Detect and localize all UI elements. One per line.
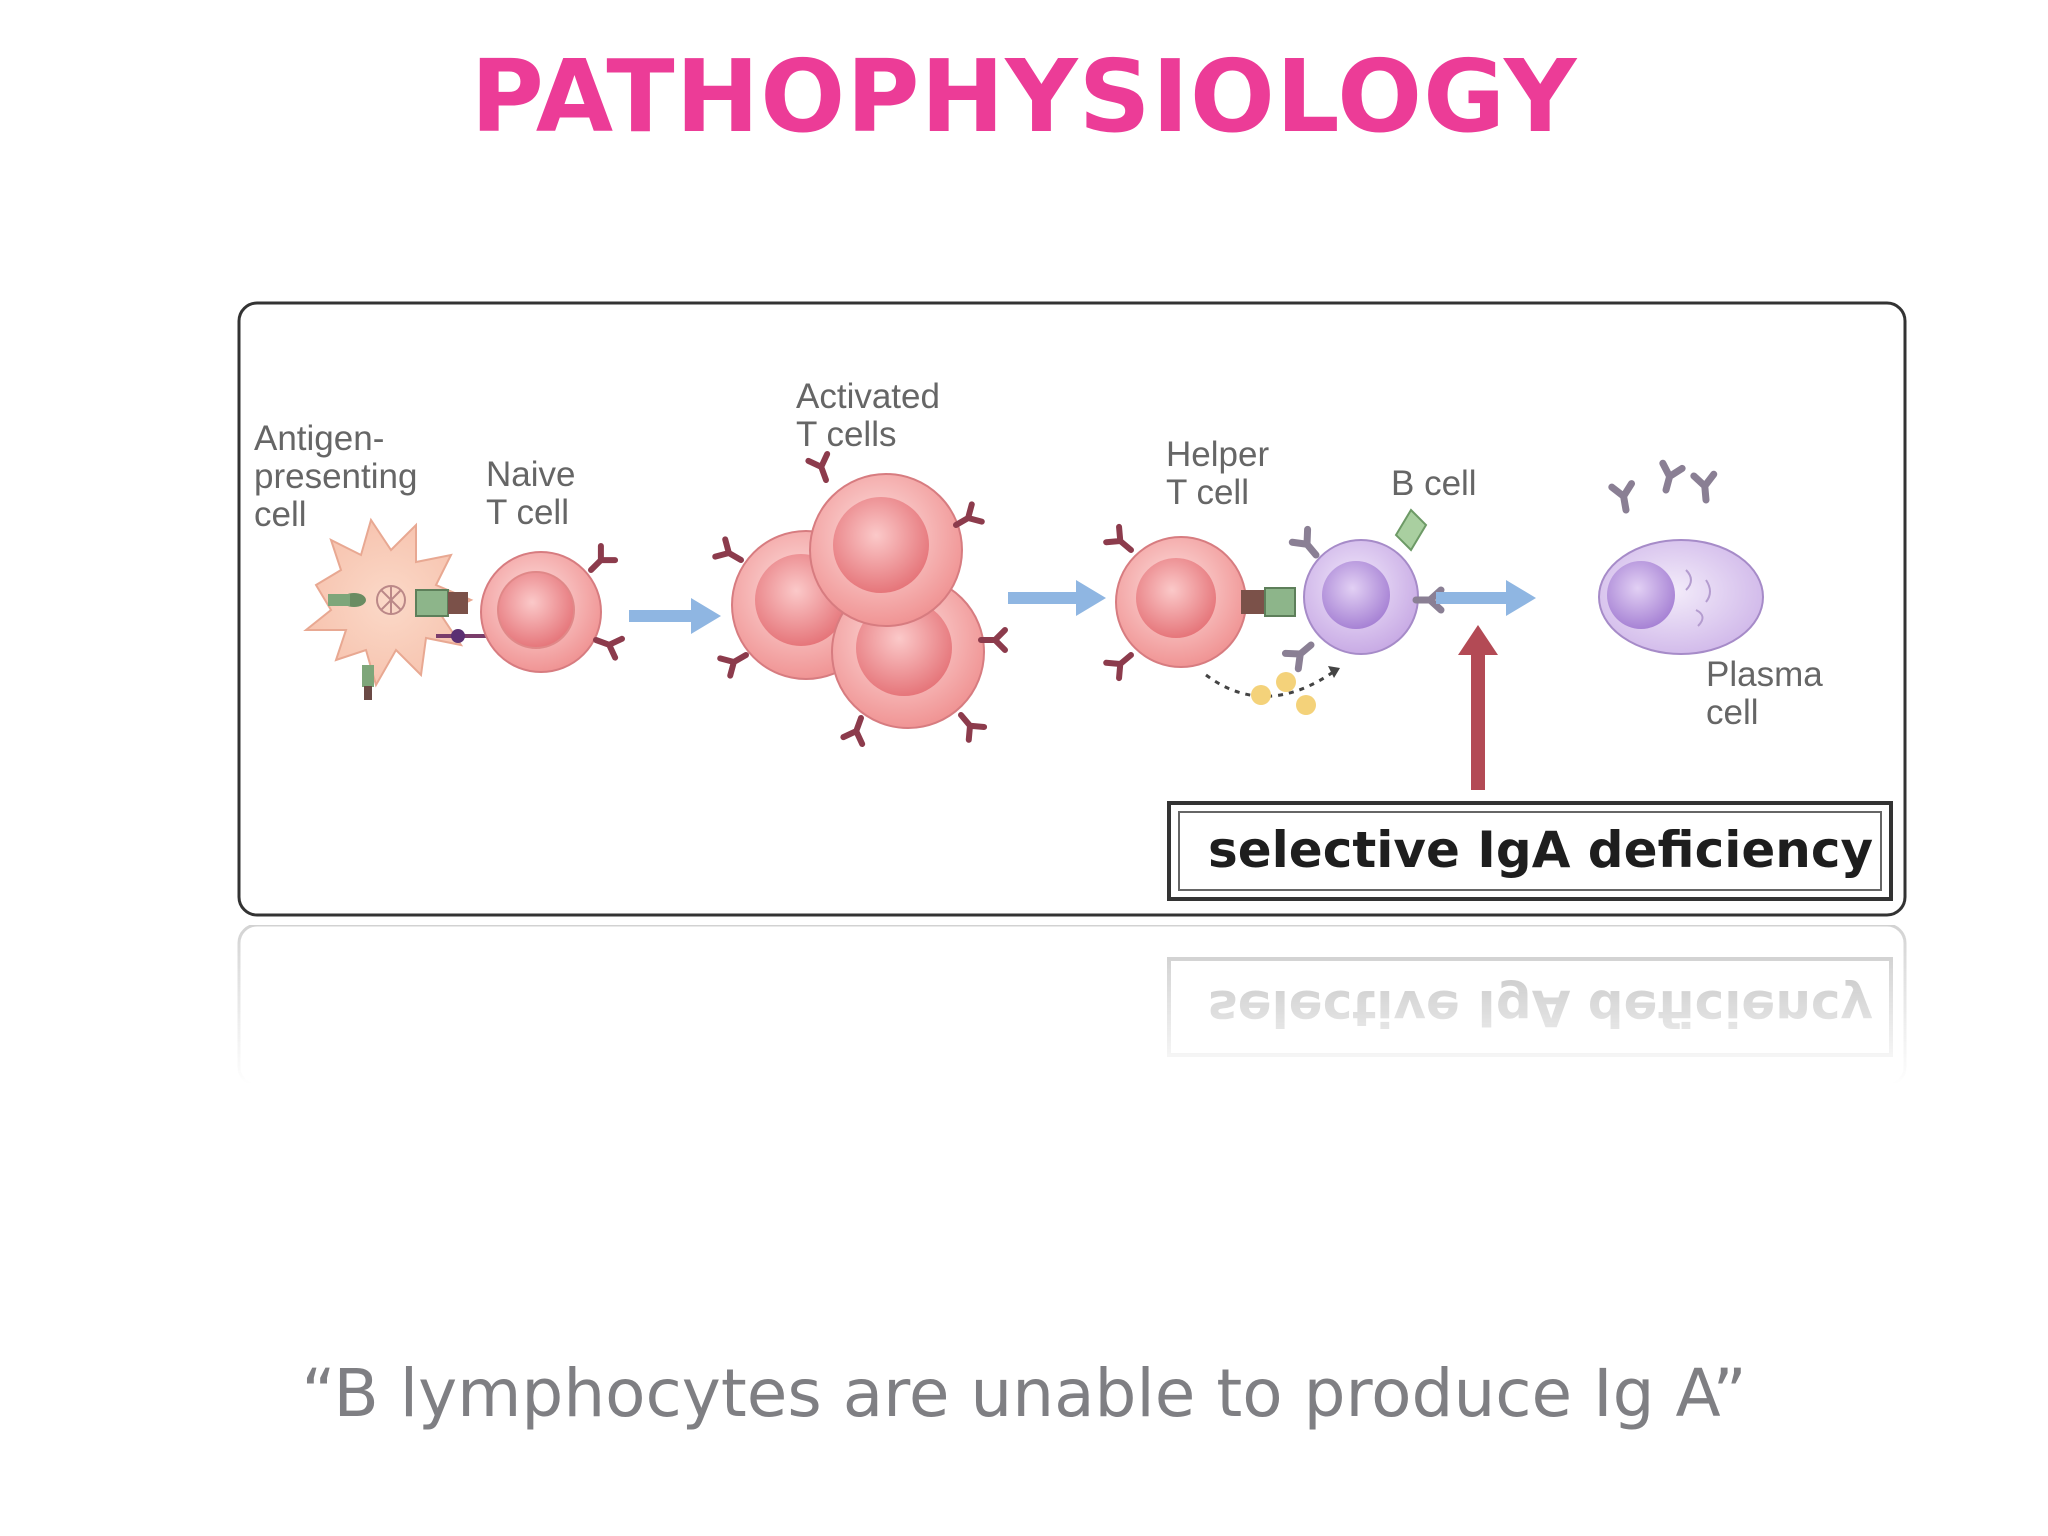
label-naive-1: Naive: [486, 455, 575, 494]
cytokine-dots: [1205, 666, 1340, 715]
flow-arrow-1: [629, 598, 721, 634]
slide-title: PATHOPHYSIOLOGY: [470, 38, 1578, 155]
reflection-label: selective IgA deficiency: [1208, 979, 1873, 1037]
diagram-frame: [237, 301, 1907, 917]
deficiency-box: selective IgA deficiency: [1167, 801, 1893, 901]
flow-arrow-3: [1436, 580, 1536, 616]
label-naive-2: T cell: [486, 493, 569, 532]
label-plasma-1: Plasma: [1706, 655, 1823, 694]
helper-t-cell: [1106, 527, 1296, 678]
label-helper-1: Helper: [1166, 435, 1269, 474]
b-cell: [1285, 508, 1441, 669]
label-activated-1: Activated: [796, 377, 940, 416]
diagram-reflection: selective IgA deficiency: [237, 925, 1907, 1085]
mhc-tcr-complex: [415, 589, 491, 643]
label-antigen-presenting-3: cell: [254, 495, 307, 534]
antigen-presenting-cell: [303, 517, 474, 700]
plasma-cell: [1598, 463, 1764, 655]
label-antigen-presenting-1: Antigen-: [254, 419, 384, 458]
slide-caption: “B lymphocytes are unable to produce Ig …: [301, 1355, 1747, 1432]
pathophysiology-diagram: selective IgA deficiency Antigen- presen…: [237, 301, 1907, 917]
deficiency-box-label: selective IgA deficiency: [1208, 821, 1873, 879]
label-antigen-presenting-2: presenting: [254, 457, 417, 496]
activated-t-cells: [715, 454, 1005, 744]
label-b-cell: B cell: [1391, 464, 1477, 503]
flow-arrow-2: [1008, 580, 1106, 616]
label-plasma-2: cell: [1706, 693, 1759, 732]
label-helper-2: T cell: [1166, 473, 1249, 512]
deficiency-block-arrow: [1458, 625, 1498, 790]
naive-t-cell: [480, 546, 622, 673]
label-activated-2: T cells: [796, 415, 897, 454]
